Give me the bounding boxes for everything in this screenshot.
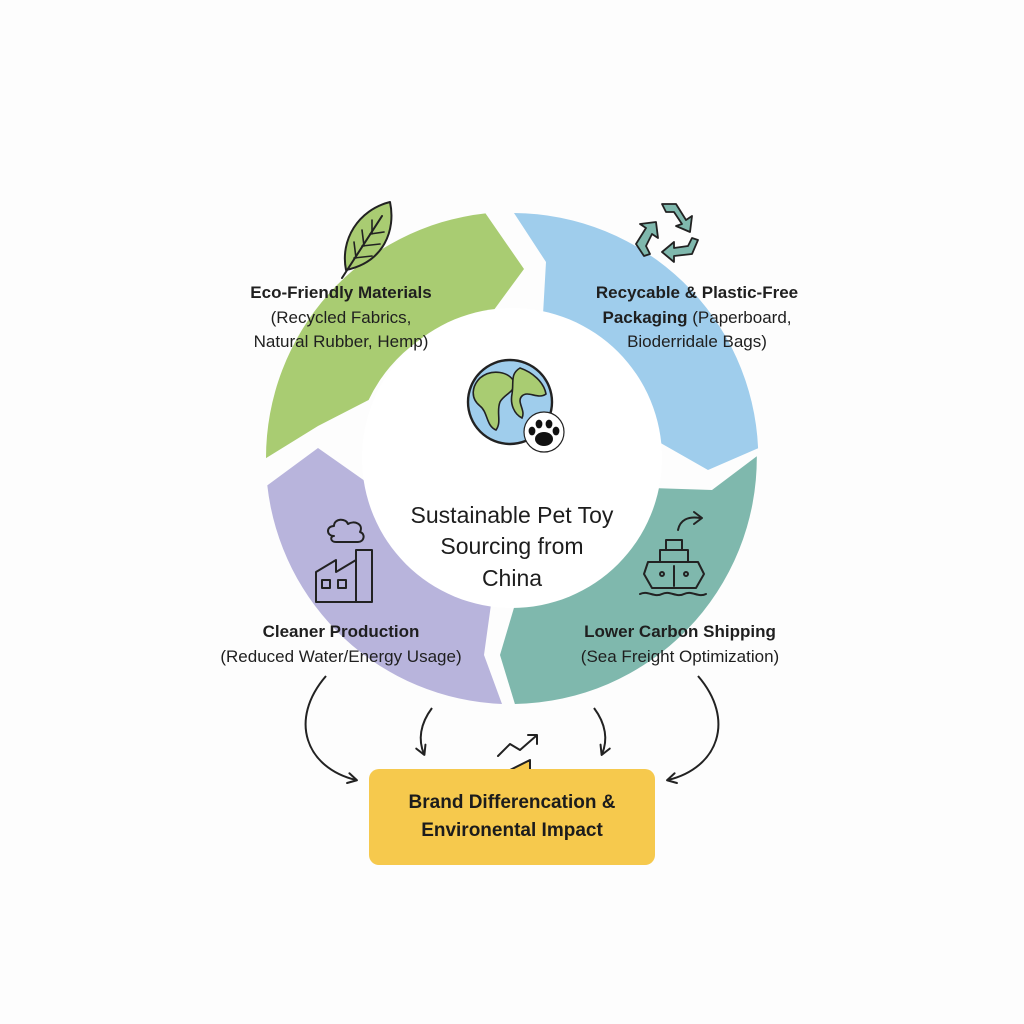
center-circle [362,308,662,608]
label-packaging-sub-inline: (Paperboard, [687,307,792,327]
label-materials-sub-1: (Recycled Fabrics, [270,307,412,327]
flow-arrow-shipping [666,675,720,784]
flow-arrow-shipping-inner [593,707,611,756]
label-production: Cleaner Production (Reduced Water/Energy… [196,620,486,669]
label-shipping: Lower Carbon Shipping (Sea Freight Optim… [540,620,820,669]
cargo-ship-icon [639,511,707,597]
segment-materials [265,213,524,459]
label-materials-sub-2: Natural Rubber, Hemp) [253,332,429,352]
flow-arrow-production-inner [415,707,433,756]
label-materials: Eco-Friendly Materials (Recycled Fabrics… [216,281,466,355]
outcome-box: Brand Differencation & Environental Impa… [369,769,655,865]
label-shipping-sub: (Sea Freight Optimization) [580,646,780,666]
flow-arrow-production [304,675,358,784]
label-shipping-title: Lower Carbon Shipping [584,622,776,641]
outcome-label: Brand Differencation & Environental Impa… [408,792,616,841]
factory-icon [315,518,373,603]
segment-production [267,448,502,704]
label-packaging-title-2: Packaging [602,307,688,327]
segment-packaging [514,213,759,470]
leaf-icon [341,201,393,279]
label-packaging-title: Recycable & Plastic-Free [595,283,799,302]
center-title: Sustainable Pet Toy Sourcing from China [372,468,652,595]
label-packaging-sub-2: Bioderridale Bags) [627,332,767,352]
recycle-icon [635,203,699,263]
globe-paw-icon [466,358,565,453]
label-production-title: Cleaner Production [262,622,420,641]
label-production-sub: (Reduced Water/Energy Usage) [220,646,462,666]
center-title-text: Sustainable Pet Toy Sourcing from China [410,501,614,592]
label-materials-title: Eco-Friendly Materials [250,283,432,302]
label-packaging: Recycable & Plastic-Free Packaging (Pape… [552,281,842,355]
